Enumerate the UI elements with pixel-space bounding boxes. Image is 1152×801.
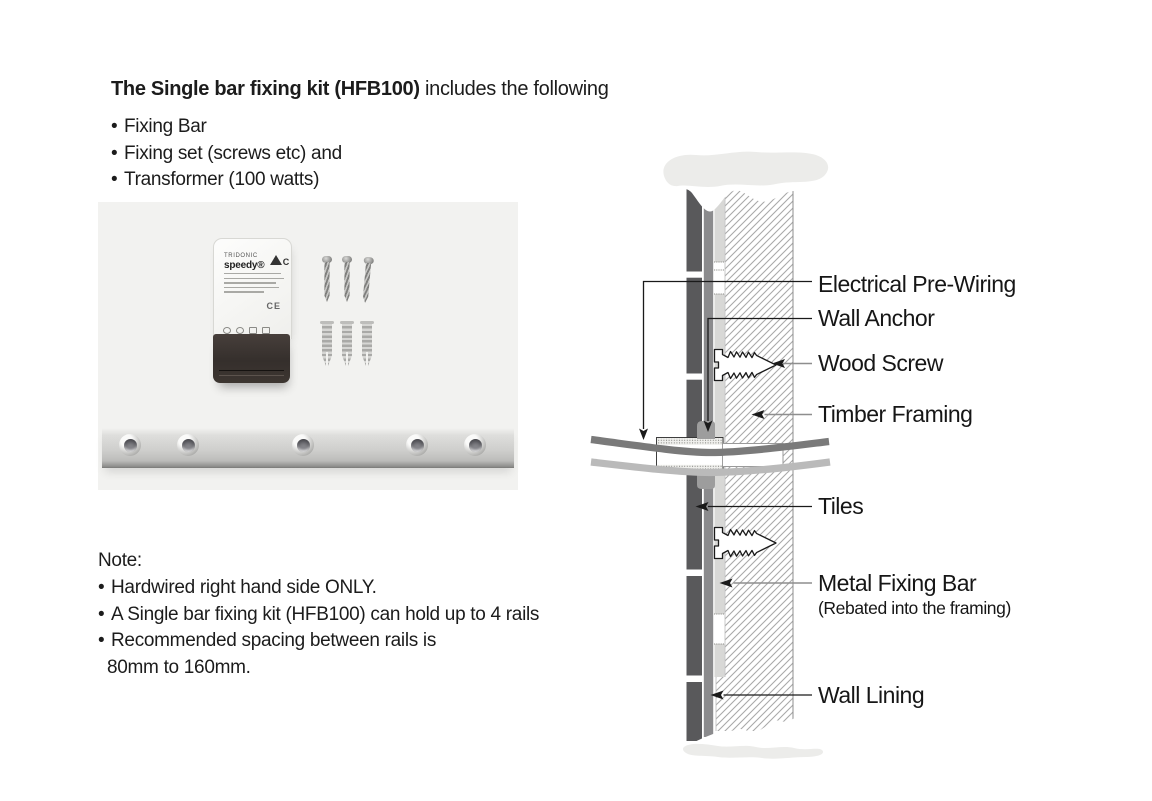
screw-photo [360,256,375,306]
label-timber-framing: Timber Framing [818,401,973,427]
transformer-groove [219,370,284,376]
transformer-photo: TRIDONIC speedy® C CE [213,238,292,383]
page-title-rest: includes the following [419,78,609,100]
arrow-down-icon [639,428,648,440]
pre-wiring-cables [590,435,831,477]
arrow-down-icon [703,420,713,432]
screw-photo [342,256,352,304]
leader-wall-anchor [707,317,812,421]
page-title-strong: The Single bar fixing kit (HFB100) [111,78,420,100]
cable-dark [590,435,830,457]
note-item-continuation: 80mm to 160mm. [98,655,539,682]
note-item-label: Hardwired right hand side ONLY. [111,576,377,598]
framing-left-edge [715,190,726,731]
label-wall-anchor: Wall Anchor [818,305,935,331]
cable-light [590,458,831,477]
note-item-label: 80mm to 160mm. [107,657,251,679]
label-metal-fixing-bar: Metal Fixing Bar [818,570,977,596]
list-item: • Transformer (100 watts) [111,167,342,194]
kit-photo: TRIDONIC speedy® C CE [98,202,518,490]
bullet-icon: • [111,116,118,137]
microprint-lines [214,273,291,293]
page-title: The Single bar fixing kit (HFB100) inclu… [111,77,609,101]
leader-lines [642,280,812,696]
note-item-label: A Single bar fixing kit (HFB100) can hol… [111,603,540,625]
torn-edges [560,130,855,790]
brand-triangle-icon [270,255,282,265]
list-item: • Fixing Bar [111,114,342,141]
arrow-left-icon [710,690,724,700]
note-item: • A Single bar fixing kit (HFB100) can ho… [98,602,539,629]
label-wood-screw: Wood Screw [818,350,943,376]
wall-plug-photo [340,321,354,367]
arrow-left-icon [751,410,765,419]
bar-hole [406,434,428,456]
brand-c-icon: C [282,257,290,267]
knurled-band [657,438,723,445]
list-item-label: Transformer (100 watts) [124,169,320,191]
arrow-left-icon [719,578,733,588]
bar-hole [119,434,141,456]
ce-mark: CE [266,301,281,311]
wood-screws [713,348,777,560]
bar-hole [464,434,486,456]
note-item: • Hardwired right hand side ONLY. [98,575,539,602]
note-heading: Note: [98,550,142,571]
list-item-label: Fixing set (screws etc) and [124,142,342,164]
transformer-brand: TRIDONIC [224,253,258,259]
screw-photo [322,256,332,304]
label-electrical-pre-wiring: Electrical Pre-Wiring [818,271,1016,297]
bullet-icon: • [98,630,105,652]
transformer-base [213,334,290,383]
bar-hole [177,434,199,456]
note-section: Note: • Hardwired right hand side ONLY. •… [98,548,539,682]
label-metal-fixing-bar-sub: (Rebated into the framing) [818,598,1011,618]
terminal-diagram [223,327,283,334]
torn-blob-bottom [682,743,824,759]
arrow-left-icon [772,359,785,368]
bullet-icon: • [98,603,105,625]
wall-plug-photo [360,321,374,367]
list-item: • Fixing set (screws etc) and [111,141,342,168]
fixing-bar-holes [713,261,726,645]
wall-plug-photo [320,321,334,367]
transformer-body: TRIDONIC speedy® C CE [213,238,292,339]
leader-arrowheads [639,359,785,700]
bullet-icon: • [111,169,118,191]
bullet-icon: • [111,142,118,164]
fixing-bar-photo [102,428,514,468]
note-item-label: Recommended spacing between rails is [111,630,437,652]
arrow-left-icon [695,502,709,511]
wall-cross-section-diagram [560,130,855,790]
leader-electrical [642,280,812,429]
kit-contents-list: • Fixing Bar • Fixing set (screws etc) and… [111,114,342,194]
list-item-label: Fixing Bar [124,116,207,137]
bar-hole [292,434,314,456]
label-wall-lining: Wall Lining [818,682,925,708]
label-tiles: Tiles [818,493,864,519]
bullet-icon: • [98,576,105,598]
transformer-model: speedy® [224,260,265,271]
tile-joints [685,271,703,682]
wood-screw-glyph [713,348,777,382]
torn-blob-top [663,151,829,187]
note-item: • Recommended spacing between rails is [98,628,539,655]
